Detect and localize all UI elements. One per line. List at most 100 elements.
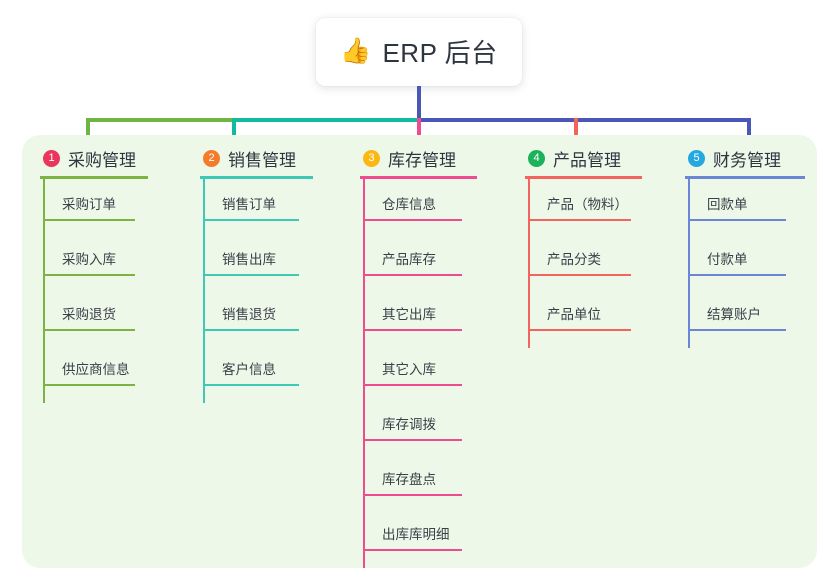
menu-item-rule <box>528 329 631 331</box>
menu-item-label: 产品单位 <box>547 307 601 322</box>
column-finance: 5 财务管理 回款单付款单结算账户 <box>685 140 805 348</box>
menu-item-label: 供应商信息 <box>62 362 130 377</box>
menu-item-rule <box>363 439 462 441</box>
menu-item[interactable]: 销售出库 <box>200 231 299 286</box>
menu-item[interactable]: 结算账户 <box>685 286 786 341</box>
menu-item[interactable]: 采购订单 <box>40 176 136 231</box>
menu-item[interactable]: 产品库存 <box>360 231 462 286</box>
menu-item-label: 其它入库 <box>382 362 436 377</box>
menu-item[interactable]: 采购退货 <box>40 286 136 341</box>
menu-item-rule <box>203 219 299 221</box>
menu-item-label: 产品分类 <box>547 252 601 267</box>
root-node[interactable]: 👍 ERP 后台 <box>316 18 522 86</box>
column-title-3: 库存管理 <box>388 150 456 170</box>
root-node-content: 👍 ERP 后台 <box>340 33 497 70</box>
menu-item[interactable]: 供应商信息 <box>40 341 136 396</box>
column-header-rule-5 <box>685 176 805 179</box>
menu-item-rule <box>43 329 135 331</box>
menu-item[interactable]: 回款单 <box>685 176 786 231</box>
column-badge-2: 2 <box>203 149 220 167</box>
menu-item-rule <box>528 274 631 276</box>
column-spine-1 <box>43 179 45 403</box>
menu-item-label: 回款单 <box>707 197 748 212</box>
connector-bus-green <box>86 118 234 122</box>
column-header-4[interactable]: 4 产品管理 <box>525 140 621 176</box>
connector-stub-2 <box>232 118 236 141</box>
column-items-2: 销售订单销售出库销售退货客户信息 <box>200 176 299 396</box>
column-inventory: 3 库存管理 仓库信息产品库存其它出库其它入库库存调拨库存盘点出库库明细 <box>360 140 477 568</box>
column-header-5[interactable]: 5 财务管理 <box>685 140 781 176</box>
menu-item-label: 产品（物料） <box>547 197 628 212</box>
menu-item-label: 采购订单 <box>62 197 116 212</box>
column-header-rule-3 <box>360 176 477 179</box>
menu-item-rule <box>43 384 135 386</box>
menu-item[interactable]: 客户信息 <box>200 341 299 396</box>
menu-item[interactable]: 其它出库 <box>360 286 462 341</box>
column-header-rule-1 <box>40 176 148 179</box>
menu-item[interactable]: 库存盘点 <box>360 451 462 506</box>
menu-item[interactable]: 采购入库 <box>40 231 136 286</box>
column-badge-4: 4 <box>528 149 545 167</box>
menu-item-rule <box>363 329 462 331</box>
menu-item-rule <box>688 329 786 331</box>
connector-stub-1 <box>86 118 90 141</box>
menu-item-label: 销售出库 <box>222 252 276 267</box>
column-badge-3: 3 <box>363 149 380 167</box>
menu-item-rule <box>203 274 299 276</box>
column-header-3[interactable]: 3 库存管理 <box>360 140 456 176</box>
column-title-5: 财务管理 <box>713 150 781 170</box>
menu-item[interactable]: 仓库信息 <box>360 176 462 231</box>
column-header-1[interactable]: 1 采购管理 <box>40 140 136 176</box>
menu-item-label: 采购退货 <box>62 307 116 322</box>
menu-item[interactable]: 产品（物料） <box>525 176 631 231</box>
menu-item[interactable]: 付款单 <box>685 231 786 286</box>
column-title-2: 销售管理 <box>228 150 296 170</box>
root-connector-drop <box>417 86 421 121</box>
column-header-2[interactable]: 2 销售管理 <box>200 140 296 176</box>
menu-item-rule <box>363 384 462 386</box>
menu-item-label: 销售订单 <box>222 197 276 212</box>
column-header-rule-4 <box>525 176 642 179</box>
menu-item-label: 客户信息 <box>222 362 276 377</box>
column-items-3: 仓库信息产品库存其它出库其它入库库存调拨库存盘点出库库明细 <box>360 176 462 561</box>
column-spine-5 <box>688 179 690 348</box>
column-title-1: 采购管理 <box>68 150 136 170</box>
menu-item-rule <box>43 219 135 221</box>
menu-item-label: 结算账户 <box>707 307 761 322</box>
menu-item[interactable]: 销售退货 <box>200 286 299 341</box>
menu-item-rule <box>688 274 786 276</box>
menu-item-rule <box>43 274 135 276</box>
connector-bus-purple <box>419 118 751 122</box>
menu-item[interactable]: 销售订单 <box>200 176 299 231</box>
menu-item[interactable]: 产品单位 <box>525 286 631 341</box>
menu-item-label: 库存调拨 <box>382 417 436 432</box>
menu-item-label: 采购入库 <box>62 252 116 267</box>
column-spine-3 <box>363 179 365 568</box>
column-sales: 2 销售管理 销售订单销售出库销售退货客户信息 <box>200 140 313 403</box>
menu-item[interactable]: 库存调拨 <box>360 396 462 451</box>
menu-item-rule <box>363 274 462 276</box>
connector-stub-3 <box>417 118 421 141</box>
menu-item-label: 库存盘点 <box>382 472 436 487</box>
menu-item-label: 仓库信息 <box>382 197 436 212</box>
column-product: 4 产品管理 产品（物料） 产品分类产品单位 <box>525 140 642 348</box>
menu-item[interactable]: 产品分类 <box>525 231 631 286</box>
column-spine-2 <box>203 179 205 403</box>
menu-item-rule <box>363 219 462 221</box>
thumbs-up-icon: 👍 <box>340 36 372 65</box>
menu-item-rule <box>363 494 462 496</box>
column-header-rule-2 <box>200 176 313 179</box>
column-purchasing: 1 采购管理 采购订单采购入库采购退货供应商信息 <box>40 140 148 403</box>
menu-item-rule <box>363 549 462 551</box>
column-items-5: 回款单付款单结算账户 <box>685 176 786 341</box>
column-items-1: 采购订单采购入库采购退货供应商信息 <box>40 176 136 396</box>
connector-stub-4 <box>574 118 578 141</box>
column-title-4: 产品管理 <box>553 150 621 170</box>
column-items-4: 产品（物料） 产品分类产品单位 <box>525 176 631 341</box>
menu-item-label: 出库库明细 <box>382 527 450 542</box>
menu-item[interactable]: 出库库明细 <box>360 506 462 561</box>
column-badge-1: 1 <box>43 149 60 167</box>
menu-item[interactable]: 其它入库 <box>360 341 462 396</box>
menu-item-label: 产品库存 <box>382 252 436 267</box>
